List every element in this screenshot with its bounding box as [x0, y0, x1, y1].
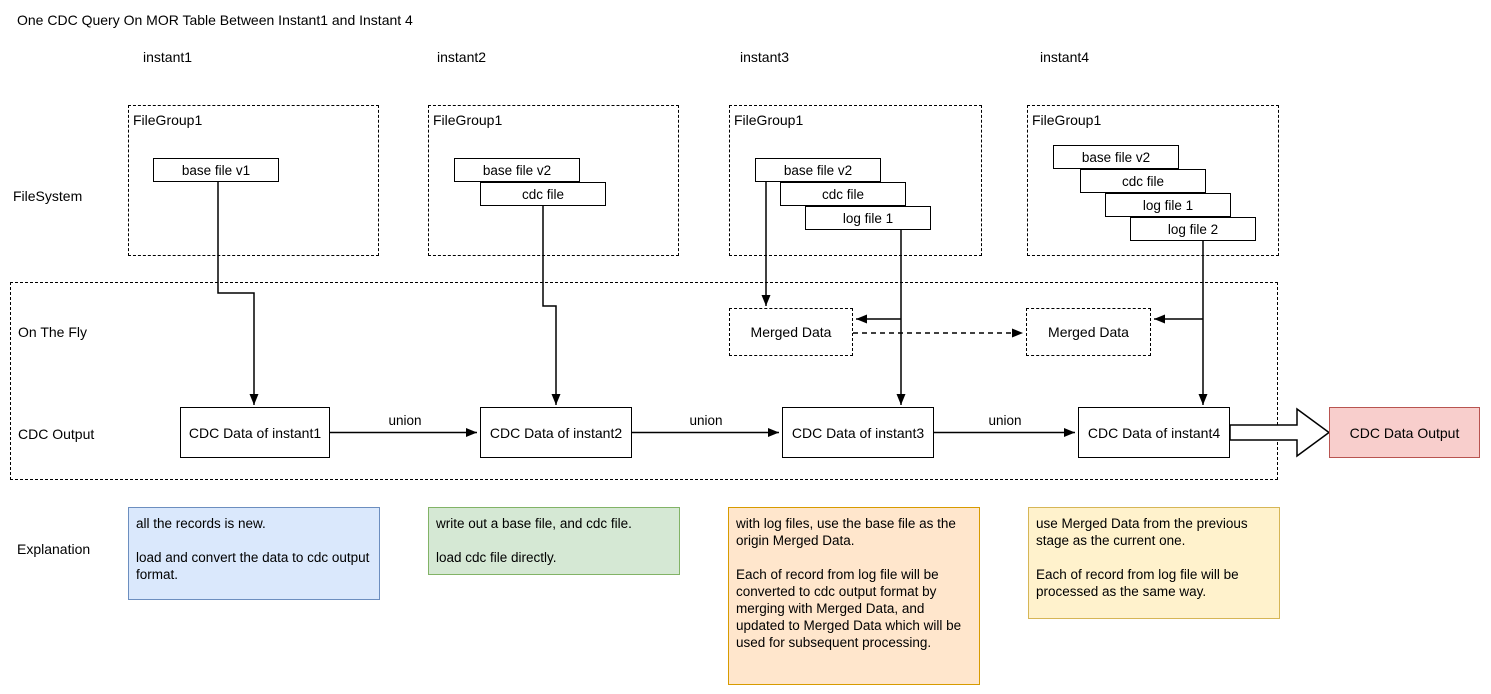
file-box-instant3-cdc-file: cdc file: [780, 182, 906, 206]
explanation-box-instant1: all the records is new. load and convert…: [128, 507, 380, 600]
filegroup-box-instant3: [729, 105, 982, 256]
file-box-instant2-cdc-file: cdc file: [480, 182, 606, 206]
row-label-filesystem: FileSystem: [13, 188, 83, 204]
file-box-instant2-base-v2: base file v2: [454, 158, 580, 182]
explanation-box-instant2: write out a base file, and cdc file. loa…: [428, 507, 680, 575]
cdc-data-box-instant2: CDC Data of instant2: [480, 407, 632, 458]
filegroup-label-instant4: FileGroup1: [1032, 112, 1102, 128]
row-label-cdc-output: CDC Output: [18, 426, 95, 442]
filegroup-label-instant2: FileGroup1: [433, 112, 503, 128]
file-box-instant4-log-file-2: log file 2: [1130, 217, 1256, 241]
column-label-instant4: instant4: [1040, 49, 1090, 65]
row-label-explanation: Explanation: [17, 541, 91, 557]
file-box-instant3-log-file-1: log file 1: [805, 206, 931, 230]
file-box-instant4-base-v2: base file v2: [1053, 145, 1179, 169]
on-the-fly-cdc-output-container: [10, 282, 1278, 480]
filegroup-label-instant1: FileGroup1: [133, 112, 203, 128]
column-label-instant3: instant3: [740, 49, 790, 65]
filegroup-label-instant3: FileGroup1: [734, 112, 804, 128]
explanation-box-instant3: with log files, use the base file as the…: [728, 507, 980, 685]
column-label-instant1: instant1: [143, 49, 193, 65]
union-label-2: union: [689, 413, 723, 428]
union-label-3: union: [988, 413, 1022, 428]
file-box-instant4-cdc-file: cdc file: [1080, 169, 1206, 193]
cdc-data-output-box: CDC Data Output: [1329, 407, 1480, 458]
file-box-instant1-base-v1: base file v1: [153, 158, 279, 182]
merged-data-label: Merged Data: [750, 324, 832, 340]
union-label-1: union: [388, 413, 422, 428]
diagram-title: One CDC Query On MOR Table Between Insta…: [17, 12, 413, 28]
cdc-data-box-instant1: CDC Data of instant1: [180, 407, 330, 458]
explanation-box-instant4: use Merged Data from the previous stage …: [1028, 507, 1280, 619]
merged-data-label: Merged Data: [1048, 324, 1129, 340]
filegroup-box-instant4: [1027, 105, 1279, 256]
cdc-data-box-instant4: CDC Data of instant4: [1078, 407, 1230, 458]
cdc-data-box-instant3: CDC Data of instant3: [782, 407, 934, 458]
merged-data-box-instant4: Merged Data: [1026, 308, 1151, 356]
column-label-instant2: instant2: [437, 49, 487, 65]
file-box-instant3-base-v2: base file v2: [755, 158, 881, 182]
row-label-on-the-fly: On The Fly: [18, 324, 87, 340]
file-box-instant4-log-file-1: log file 1: [1105, 193, 1231, 217]
merged-data-box-instant3: Merged Data: [729, 308, 853, 356]
